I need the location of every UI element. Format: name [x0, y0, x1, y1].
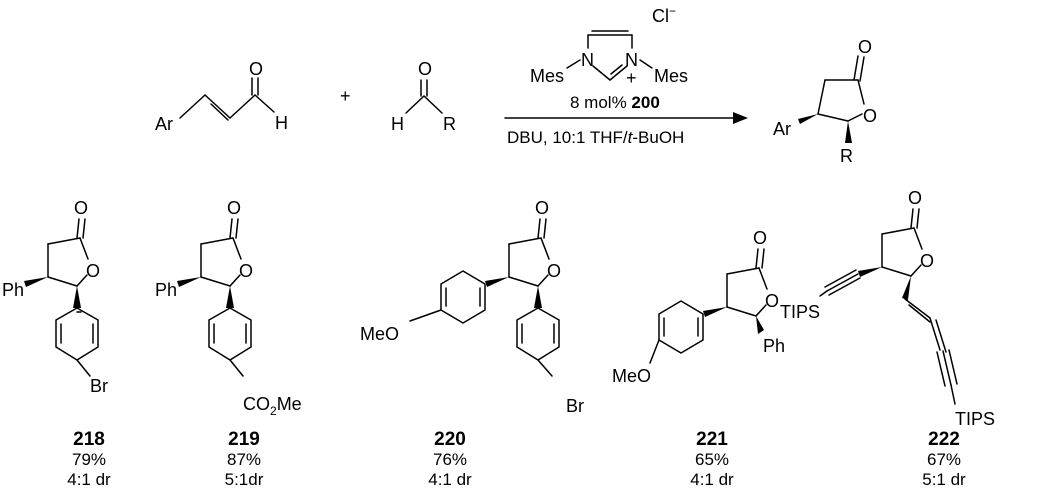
example-220-structure: O O MeO Br [360, 198, 584, 416]
svg-text:O: O [227, 198, 241, 218]
example-221-number: 221 [696, 429, 728, 450]
example-218-ph: Ph [2, 280, 24, 300]
example-220-dr: 4:1 dr [428, 470, 472, 489]
example-220-number: 220 [434, 429, 466, 450]
product-carbonyl-oxygen: O [858, 37, 872, 57]
example-219-number: 219 [228, 429, 260, 450]
catalyst-left-mes: Mes [530, 66, 564, 86]
example-218-structure: O O Ph Br [2, 198, 108, 396]
plus-sign: + [340, 86, 351, 106]
reaction-conditions: DBU, 10:1 THF/t-BuOH [507, 128, 684, 147]
example-219-structure: O O Ph CO2Me [155, 198, 302, 418]
example-218-number: 218 [73, 429, 105, 450]
example-222-yield: 67% [927, 450, 961, 469]
example-219-ester: CO2Me [243, 394, 302, 418]
example-221-ph: Ph [763, 336, 785, 356]
example-221-dr: 4:1 dr [690, 470, 734, 489]
example-222-tips-left: TIPS [780, 302, 820, 322]
example-219-dr: 5:1dr [225, 470, 264, 489]
catalyst-n1-label: N [581, 50, 594, 70]
reaction-arrowhead [733, 112, 748, 124]
aldehyde-reactant: O H R [391, 59, 456, 134]
aldehyde-r-label: R [443, 114, 456, 134]
product-aryl-label: Ar [773, 119, 791, 139]
example-220-meo: MeO [360, 324, 399, 344]
aldehyde-hydrogen-label: H [391, 114, 404, 134]
example-221-meo: MeO [612, 366, 651, 386]
example-220-br: Br [566, 396, 584, 416]
svg-text:O: O [239, 261, 253, 281]
counterion-label: Cl− [652, 4, 676, 26]
svg-text:O: O [765, 291, 779, 311]
enal-hydrogen-label: H [275, 113, 288, 133]
example-222-structure: O O TIPS TIPS [780, 188, 995, 429]
example-218-dr: 4:1 dr [67, 470, 111, 489]
product-r-label: R [840, 146, 853, 166]
example-222-tips-right: TIPS [955, 409, 995, 429]
svg-text:O: O [908, 188, 922, 208]
enal-aryl-label: Ar [155, 114, 173, 134]
general-product: O O Ar R [773, 37, 877, 166]
example-221-yield: 65% [695, 450, 729, 469]
example-221-structure: O O MeO Ph [612, 228, 785, 386]
svg-text:O: O [753, 228, 767, 248]
example-218-br: Br [90, 376, 108, 396]
example-222-number: 222 [928, 429, 960, 450]
example-219-ph: Ph [155, 280, 177, 300]
catalyst-plus-charge: + [626, 68, 637, 88]
svg-text:O: O [547, 261, 561, 281]
enal-oxygen-label: O [249, 59, 263, 79]
enal-reactant: Ar O H [155, 59, 288, 134]
svg-text:O: O [86, 261, 100, 281]
svg-text:O: O [74, 198, 88, 218]
example-218-yield: 79% [72, 450, 106, 469]
svg-text:O: O [535, 198, 549, 218]
product-ring-oxygen: O [863, 106, 877, 126]
catalyst-loading: 8 mol% 200 [570, 93, 660, 112]
example-220-yield: 76% [433, 450, 467, 469]
example-219-yield: 87% [227, 450, 261, 469]
aldehyde-oxygen-label: O [418, 59, 432, 79]
catalyst-right-mes: Mes [654, 66, 688, 86]
nhc-catalyst: N N + Mes Mes Cl− [530, 4, 688, 88]
svg-text:O: O [920, 251, 934, 271]
catalyst-n2-label: N [625, 50, 638, 70]
example-222-dr: 5:1 dr [922, 470, 966, 489]
